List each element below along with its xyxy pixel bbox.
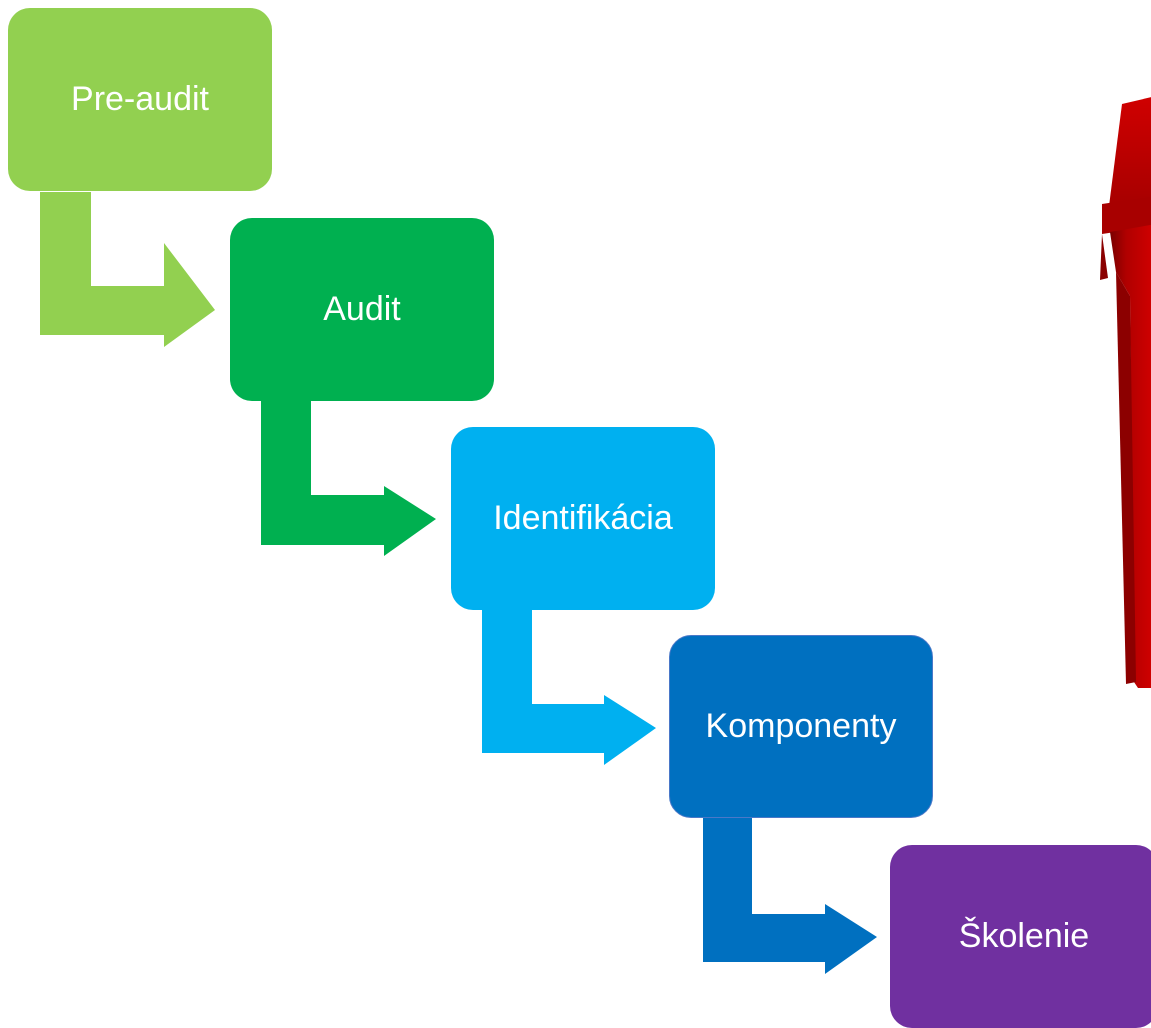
step-label: Školenie [958,917,1090,955]
step-label: Audit [323,290,401,328]
step-skolenie: Školenie [890,845,1151,1028]
step-komponenty: Komponenty [669,635,933,818]
step-identifikacia: Identifikácia [451,427,715,610]
step-preaudit: Pre-audit [8,8,272,191]
step-label: Identifikácia [493,499,673,537]
step-label: Pre-audit [71,80,209,118]
step-audit: Audit [230,218,494,401]
step-label: Komponenty [705,707,897,745]
red-container-image [1100,97,1151,688]
